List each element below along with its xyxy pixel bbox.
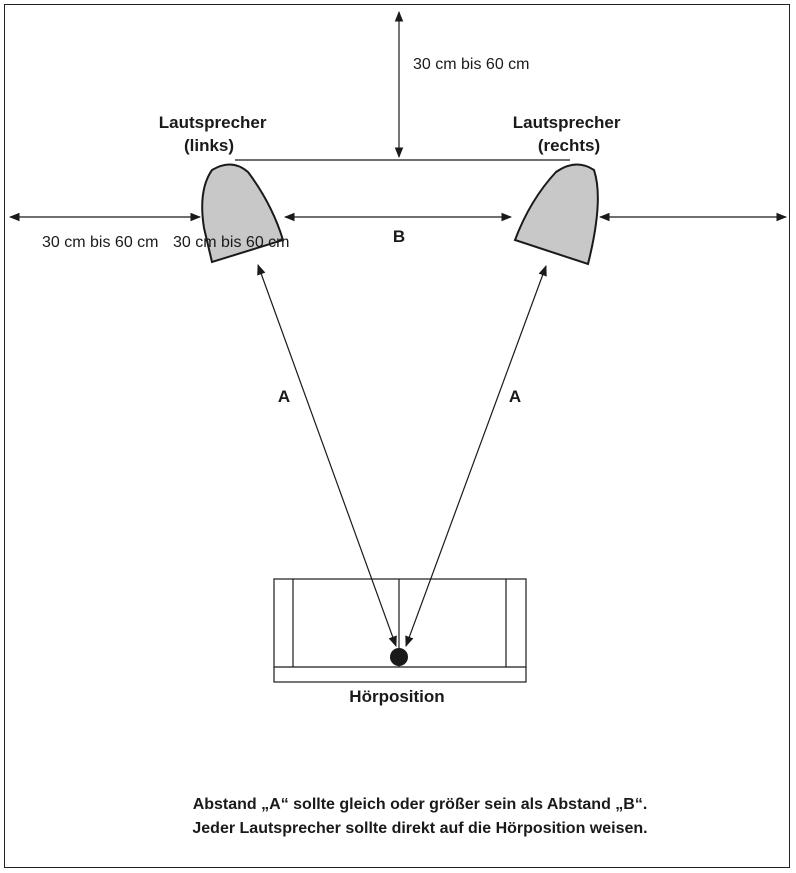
- distance-a-left-arrow: [257, 263, 397, 648]
- side-distance-left-label: 30 cm bis 60 cm: [42, 234, 158, 251]
- speaker-right-label: Lautsprecher (rechts): [513, 113, 625, 155]
- distance-b-label: B: [393, 227, 405, 246]
- note-line-1: Abstand „A“ sollte gleich oder größer se…: [193, 796, 648, 813]
- speaker-left-icon: [201, 163, 285, 264]
- speaker-left-label: Lautsprecher (links): [159, 113, 271, 155]
- note-line-2: Jeder Lautsprecher sollte direkt auf die…: [192, 820, 647, 837]
- side-distance-right-label: 30 cm bis 60 cm: [173, 234, 289, 251]
- distance-a-left-label: A: [278, 387, 290, 406]
- sofa-icon: [273, 578, 527, 683]
- distance-a-right-label: A: [509, 387, 521, 406]
- listening-position-marker: [390, 648, 408, 666]
- speaker-right-icon: [513, 163, 599, 266]
- listening-position-label: Hörposition: [349, 687, 444, 706]
- diagram-frame: [4, 4, 790, 868]
- distance-a-right-arrow: [405, 264, 547, 648]
- wall-distance-label: 30 cm bis 60 cm: [413, 56, 529, 73]
